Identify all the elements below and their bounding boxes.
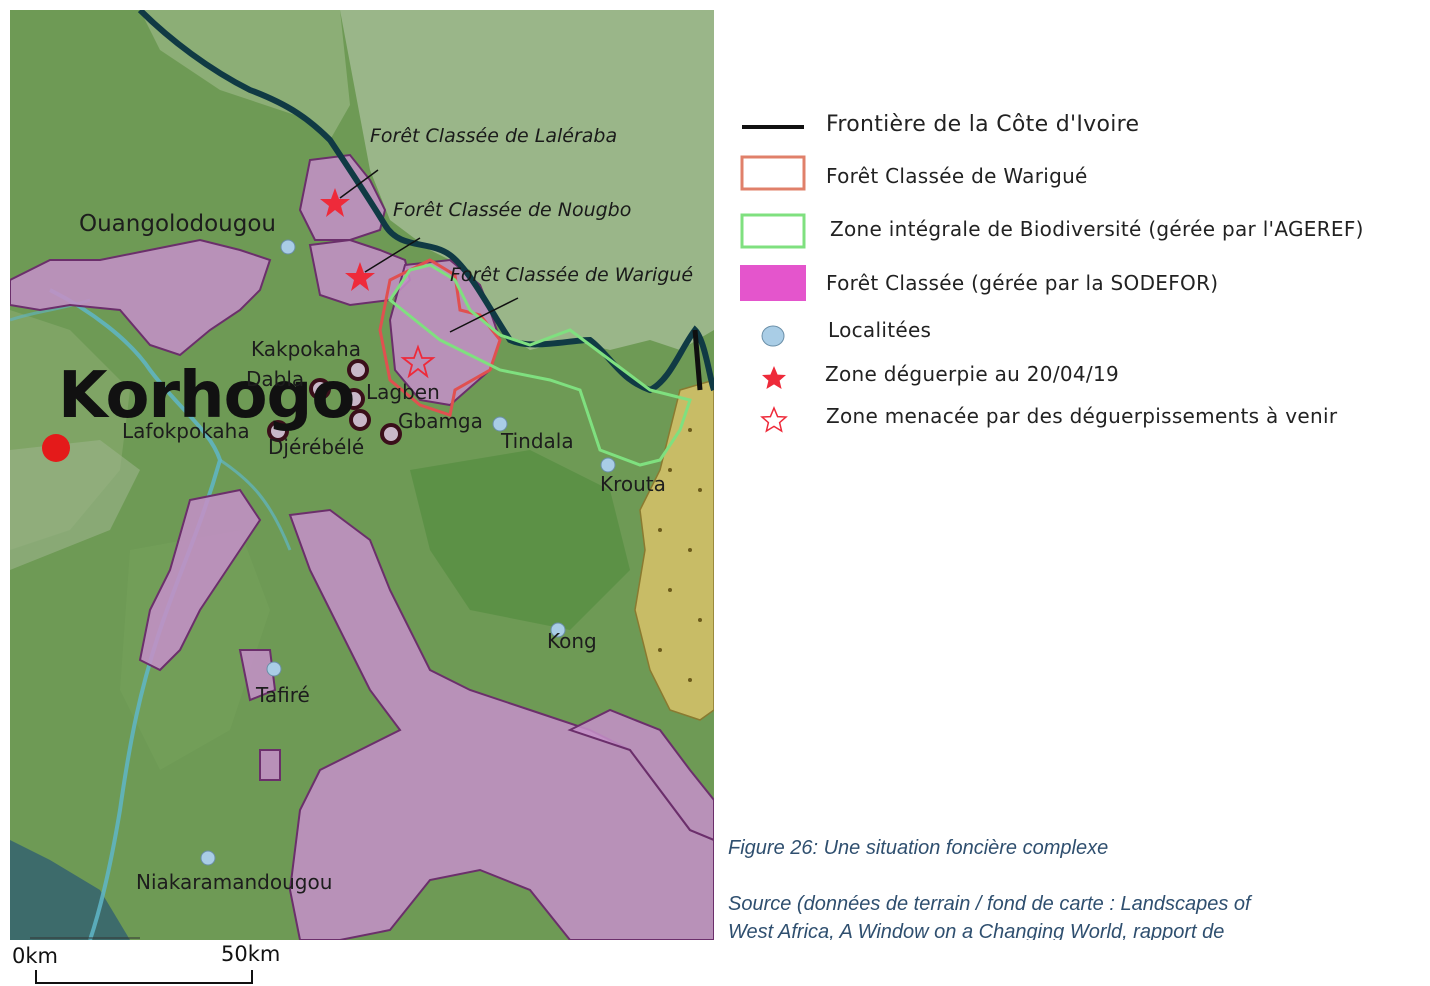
town-lagben: Lagben [366, 380, 440, 404]
town-kong: Kong [547, 629, 597, 653]
localities [200, 239, 616, 866]
legend-label: Forêt Classée (gérée par la SODEFOR) [826, 271, 1219, 295]
black-line-icon [742, 125, 804, 129]
town-lafokpokaha: Lafokpokaha [122, 419, 250, 443]
legend-item-evicted: Zone déguerpie au 20/04/19 [740, 360, 1430, 396]
red-outline-box-icon [740, 155, 806, 191]
legend-label: Zone déguerpie au 20/04/19 [825, 362, 1120, 386]
green-outline-box-icon [740, 213, 806, 249]
legend-label: Localitées [828, 318, 932, 342]
legend-label: Zone intégrale de Biodiversité (gérée pa… [830, 217, 1364, 241]
scale-bar [35, 970, 253, 984]
water-bottom-left [10, 840, 130, 940]
town-ouangolodougou: Ouangolodougou [79, 211, 276, 237]
town-gbamga: Gbamga [398, 409, 483, 433]
yellow-dots [658, 428, 702, 682]
legend-item-sodefor: Forêt Classée (gérée par la SODEFOR) [740, 265, 1430, 301]
source-line-1: Source (données de terrain / fond de car… [728, 893, 1251, 915]
filled-star-icon [762, 366, 786, 389]
town-krouta: Krouta [600, 472, 666, 496]
label-leaders [339, 169, 519, 333]
legend-item-biodiversity: Zone intégrale de Biodiversité (gérée pa… [740, 213, 1430, 249]
legend-item-threatened: Zone menacée par des déguerpissements à … [740, 402, 1430, 438]
label-foret-nougbo: Forêt Classée de Nougbo [393, 199, 632, 221]
town-niakaramandougou: Niakaramandougou [136, 870, 333, 894]
town-dabla: Dabla [246, 367, 305, 391]
town-tafire: Tafiré [256, 683, 310, 707]
legend-label: Frontière de la Côte d'Ivoire [826, 112, 1140, 137]
classified-forests [10, 153, 714, 940]
warigue-outline [378, 258, 502, 417]
scale-zero: 0km [12, 944, 58, 968]
source-line-2: West Africa, A Window on a Changing Worl… [728, 922, 1225, 940]
town-tindala: Tindala [501, 429, 574, 453]
label-foret-laleraba: Forêt Classée de Laléraba [370, 125, 618, 147]
magenta-filled-box-icon [740, 265, 806, 301]
border-line [137, 10, 714, 394]
threatened-zone-star [400, 344, 436, 379]
map-panel [10, 10, 714, 940]
scale-fifty: 50km [221, 942, 281, 966]
evicted-zone-stars [320, 188, 375, 291]
figure-caption: Figure 26: Une situation foncière comple… [728, 837, 1109, 859]
burkina-faso-area [340, 10, 714, 350]
legend-label: Forêt Classée de Warigué [826, 164, 1088, 188]
legend-item-warigue: Forêt Classée de Warigué [740, 155, 1430, 191]
korhogo-marker [42, 434, 70, 462]
village-markers [267, 359, 402, 445]
legend-item-border: Frontière de la Côte d'Ivoire [740, 108, 1430, 144]
city-korhogo: Korhogo [58, 359, 355, 433]
town-kakpokaha: Kakpokaha [251, 337, 361, 361]
blue-dot-icon [761, 325, 785, 347]
biodiversity-outline [387, 263, 692, 467]
legend-label: Zone menacée par des déguerpissements à … [826, 404, 1338, 428]
outline-star-icon [760, 406, 788, 433]
label-foret-warigue: Forêt Classée de Warigué [450, 264, 694, 286]
ghana-zone [634, 379, 714, 721]
legend-item-localities: Localitées [740, 318, 1430, 354]
map-canvas [10, 10, 714, 940]
town-djerebele: Djérébélé [268, 435, 365, 459]
